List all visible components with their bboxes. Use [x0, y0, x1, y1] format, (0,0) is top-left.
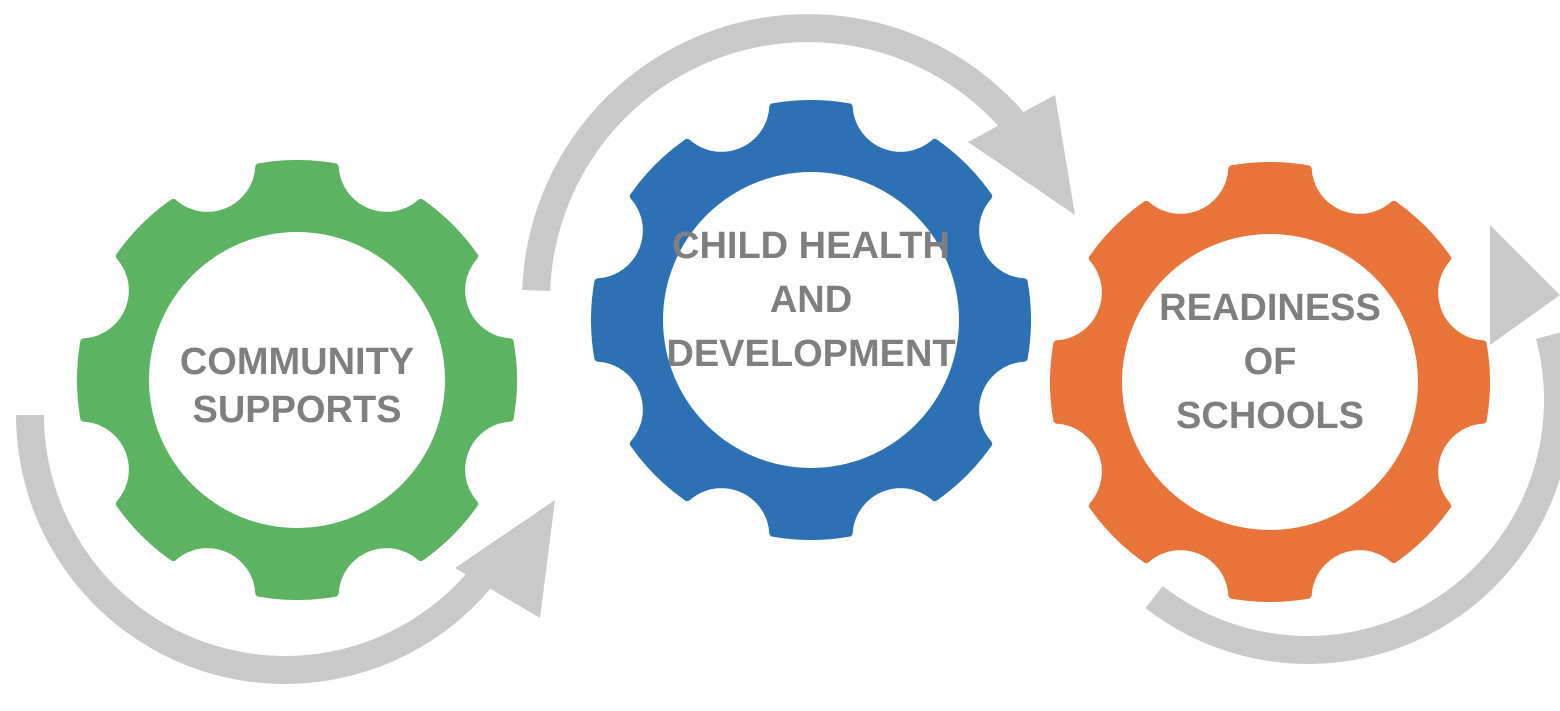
arrow-head-icon	[455, 500, 555, 618]
gear-label-line: COMMUNITY	[180, 341, 414, 383]
gear-label-line: OF	[1244, 341, 1297, 383]
curved-arrow-icon	[16, 414, 492, 684]
gear-community-supports: COMMUNITY SUPPORTS	[77, 160, 517, 600]
cycle-arrow	[1145, 225, 1560, 664]
arrow-head-icon	[968, 95, 1075, 215]
gear-center	[1122, 234, 1418, 530]
gear-center	[663, 172, 959, 468]
cycle-arrow	[522, 14, 1075, 292]
gear-child-health: CHILD HEALTH AND DEVELOPMENT	[591, 100, 1031, 540]
gear-label-line: AND	[770, 279, 852, 321]
gears-layer: COMMUNITY SUPPORTS CHILD HEALTH AND DEVELOPM…	[77, 100, 1490, 602]
arrows-layer	[16, 14, 1560, 684]
gear-label-line: SCHOOLS	[1176, 395, 1364, 437]
gear-label-line: READINESS	[1159, 287, 1381, 329]
gear-center	[149, 232, 445, 528]
cycle-arrow	[16, 414, 555, 684]
gear-label-line: DEVELOPMENT	[666, 333, 955, 375]
gear-label-line: SUPPORTS	[192, 389, 401, 431]
gear-label-line: CHILD HEALTH	[672, 225, 950, 267]
gear-readiness-schools: READINESS OF SCHOOLS	[1050, 162, 1490, 602]
curved-arrow-icon	[1145, 332, 1560, 664]
arrow-head-icon	[1490, 225, 1560, 345]
curved-arrow-icon	[522, 14, 1043, 292]
